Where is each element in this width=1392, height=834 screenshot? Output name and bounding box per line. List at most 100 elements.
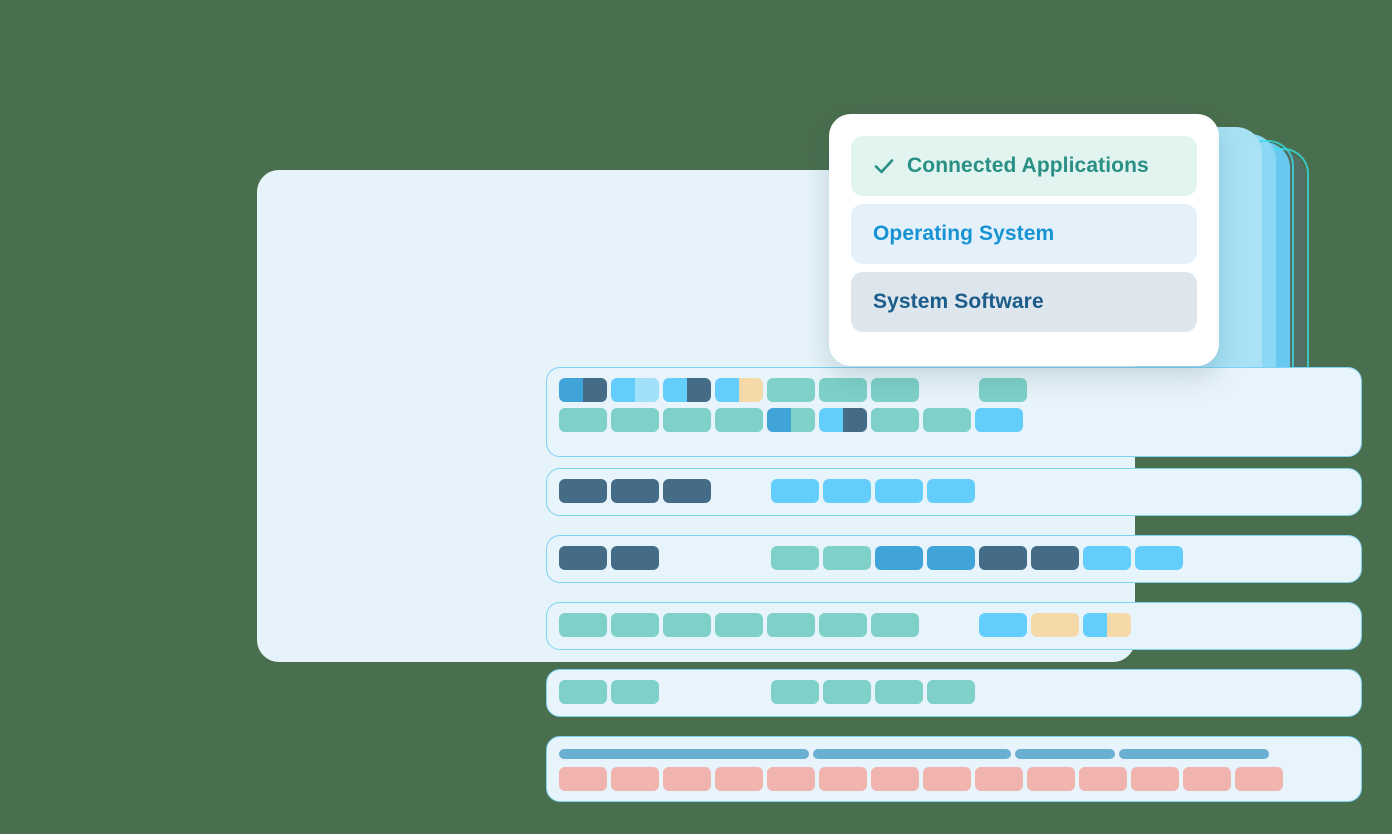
board-group-row[interactable] bbox=[546, 602, 1362, 650]
menu-item-system-software[interactable]: System Software bbox=[851, 272, 1197, 332]
status-chip[interactable] bbox=[979, 378, 1027, 402]
status-chip[interactable] bbox=[559, 767, 607, 791]
status-chip-segment bbox=[611, 613, 659, 637]
status-chip[interactable] bbox=[871, 767, 919, 791]
status-chip[interactable] bbox=[715, 378, 763, 402]
status-chip[interactable] bbox=[819, 408, 867, 432]
status-chip-segment bbox=[559, 479, 607, 503]
status-chip[interactable] bbox=[923, 767, 971, 791]
status-chip-segment bbox=[1107, 613, 1131, 637]
chip-line bbox=[559, 613, 1349, 637]
status-chip[interactable] bbox=[1183, 767, 1231, 791]
status-chip[interactable] bbox=[1083, 613, 1131, 637]
status-chip[interactable] bbox=[819, 378, 867, 402]
status-chip[interactable] bbox=[819, 767, 867, 791]
status-chip-segment bbox=[611, 408, 659, 432]
status-chip[interactable] bbox=[979, 613, 1027, 637]
status-chip-segment bbox=[559, 546, 607, 570]
status-chip-segment bbox=[823, 546, 871, 570]
progress-bar-segment bbox=[1015, 749, 1115, 759]
status-chip[interactable] bbox=[975, 408, 1023, 432]
status-chip[interactable] bbox=[559, 680, 607, 704]
menu-item-connected-applications[interactable]: Connected Applications bbox=[851, 136, 1197, 196]
board-group-row[interactable] bbox=[546, 468, 1362, 516]
status-chip[interactable] bbox=[871, 378, 919, 402]
status-chip[interactable] bbox=[663, 767, 711, 791]
status-chip[interactable] bbox=[1079, 767, 1127, 791]
board-group-row[interactable] bbox=[546, 367, 1362, 457]
status-chip[interactable] bbox=[1031, 613, 1079, 637]
status-chip[interactable] bbox=[663, 613, 711, 637]
status-chip[interactable] bbox=[819, 613, 867, 637]
status-chip[interactable] bbox=[559, 408, 607, 432]
status-chip-segment bbox=[1031, 613, 1079, 637]
status-chip-segment bbox=[979, 546, 1027, 570]
status-chip-segment bbox=[739, 378, 763, 402]
status-chip[interactable] bbox=[1027, 767, 1075, 791]
board-group-row[interactable] bbox=[546, 535, 1362, 583]
status-chip[interactable] bbox=[927, 546, 975, 570]
status-chip[interactable] bbox=[979, 546, 1027, 570]
status-chip[interactable] bbox=[559, 613, 607, 637]
status-chip[interactable] bbox=[1083, 546, 1131, 570]
status-chip[interactable] bbox=[663, 378, 711, 402]
status-chip[interactable] bbox=[715, 613, 763, 637]
status-chip-segment bbox=[611, 546, 659, 570]
status-chip[interactable] bbox=[611, 378, 659, 402]
status-chip-segment bbox=[843, 408, 867, 432]
status-chip[interactable] bbox=[715, 408, 763, 432]
board-group-row[interactable] bbox=[546, 736, 1362, 802]
status-chip[interactable] bbox=[663, 408, 711, 432]
status-chip[interactable] bbox=[823, 479, 871, 503]
menu-item-label: Connected Applications bbox=[907, 154, 1149, 177]
status-chip[interactable] bbox=[611, 767, 659, 791]
status-chip[interactable] bbox=[875, 546, 923, 570]
status-chip[interactable] bbox=[611, 546, 659, 570]
status-chip[interactable] bbox=[663, 479, 711, 503]
progress-bar-segment bbox=[1119, 749, 1269, 759]
status-chip[interactable] bbox=[611, 680, 659, 704]
status-chip[interactable] bbox=[611, 408, 659, 432]
status-chip[interactable] bbox=[767, 613, 815, 637]
status-chip[interactable] bbox=[1131, 767, 1179, 791]
status-chip-segment bbox=[687, 378, 711, 402]
status-chip[interactable] bbox=[611, 613, 659, 637]
status-chip[interactable] bbox=[1235, 767, 1283, 791]
status-chip[interactable] bbox=[559, 378, 607, 402]
status-chip-segment bbox=[715, 613, 763, 637]
status-chip[interactable] bbox=[1135, 546, 1183, 570]
status-chip-segment bbox=[559, 680, 607, 704]
board-group-row[interactable] bbox=[546, 669, 1362, 717]
status-chip[interactable] bbox=[823, 680, 871, 704]
board-card bbox=[257, 170, 1362, 802]
status-chip[interactable] bbox=[875, 479, 923, 503]
status-chip[interactable] bbox=[559, 546, 607, 570]
status-chip[interactable] bbox=[1031, 546, 1079, 570]
status-chip-segment bbox=[583, 378, 607, 402]
status-chip[interactable] bbox=[767, 408, 815, 432]
status-chip[interactable] bbox=[767, 378, 815, 402]
status-chip-segment bbox=[1027, 767, 1075, 791]
status-chip[interactable] bbox=[771, 680, 819, 704]
status-chip[interactable] bbox=[871, 408, 919, 432]
status-chip[interactable] bbox=[923, 408, 971, 432]
menu-item-operating-system[interactable]: Operating System bbox=[851, 204, 1197, 264]
status-chip[interactable] bbox=[715, 767, 763, 791]
status-chip[interactable] bbox=[771, 479, 819, 503]
status-chip[interactable] bbox=[823, 546, 871, 570]
status-chip[interactable] bbox=[927, 680, 975, 704]
status-chip[interactable] bbox=[771, 546, 819, 570]
status-chip-segment bbox=[715, 408, 763, 432]
status-chip[interactable] bbox=[559, 479, 607, 503]
status-chip[interactable] bbox=[767, 767, 815, 791]
status-chip-segment bbox=[875, 479, 923, 503]
status-chip[interactable] bbox=[975, 767, 1023, 791]
progress-bar-segment bbox=[559, 749, 809, 759]
status-chip[interactable] bbox=[611, 479, 659, 503]
status-chip-segment bbox=[1235, 767, 1283, 791]
status-chip[interactable] bbox=[927, 479, 975, 503]
status-chip-segment bbox=[875, 680, 923, 704]
status-chip[interactable] bbox=[871, 613, 919, 637]
status-chip[interactable] bbox=[875, 680, 923, 704]
